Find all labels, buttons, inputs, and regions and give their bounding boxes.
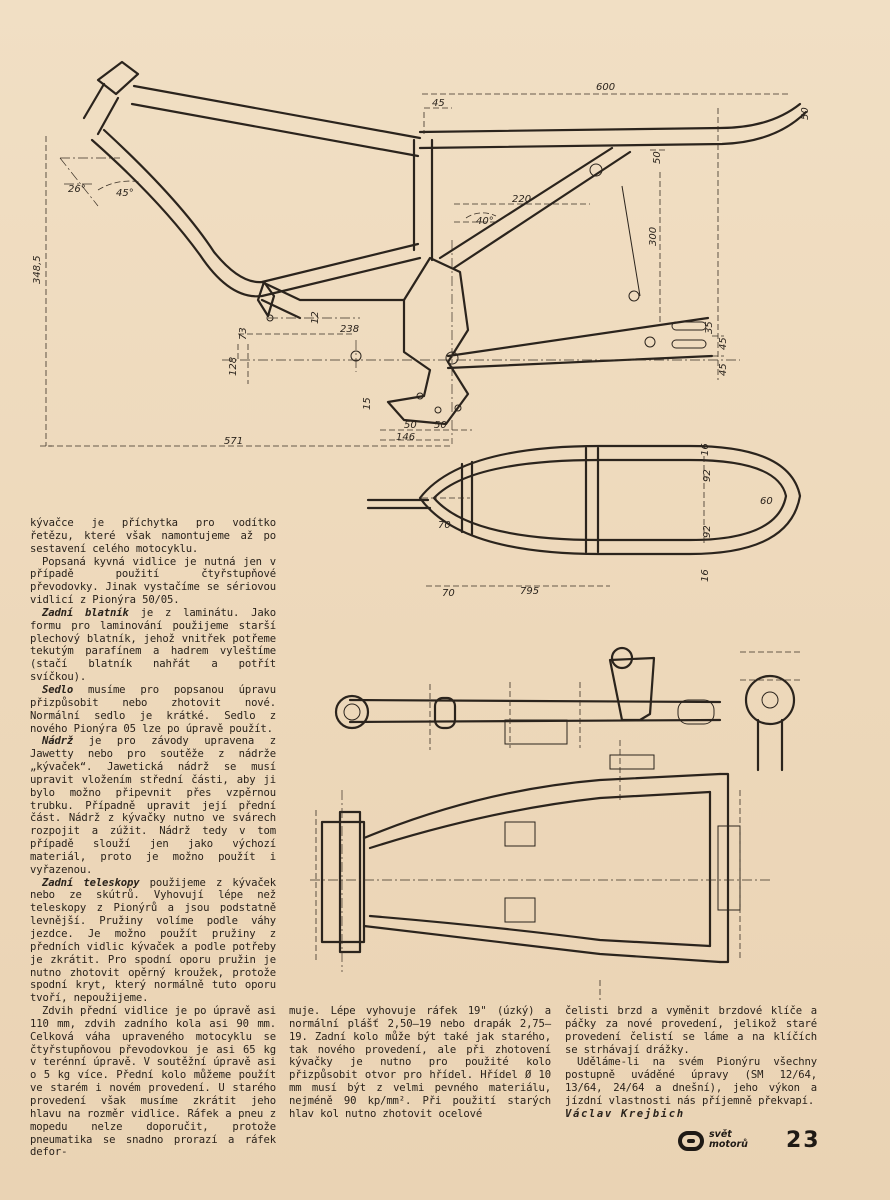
author-signature: Václav Krejbich (565, 1107, 685, 1120)
dim-label: 220 (512, 194, 531, 205)
dim-label: 348,5 (32, 255, 43, 284)
paragraph: Zadní blatník je z laminátu. Jako formu … (30, 606, 277, 684)
dim-label: 35 (704, 321, 715, 334)
paragraph: Zadní teleskopy použijeme z kývaček nebo… (30, 876, 277, 1005)
dim-label: 146 (396, 432, 415, 443)
paragraph: Uděláme-li na svém Pionýru všechny postu… (565, 1056, 817, 1107)
swing-arm-drawing (310, 646, 800, 1000)
dim-label: 73 (238, 327, 249, 340)
paragraph: Nádrž je pro závody upravena z Jawetty n… (30, 735, 276, 876)
paragraph: kývačce je příchytka pro vodítko řetězu,… (30, 517, 276, 555)
dim-label: 571 (224, 436, 243, 447)
dim-label: 128 (228, 357, 239, 376)
dim-label: 45 (718, 337, 729, 350)
dim-label: 16 (700, 569, 711, 582)
dim-label: 238 (340, 324, 359, 335)
dim-label: 92 (702, 469, 713, 482)
paragraph: muje. Lépe vyhovuje ráfek 19" (úzký) a n… (289, 1005, 551, 1120)
magazine-logo-text: svět motorů (709, 1129, 748, 1150)
dim-label: 300 (648, 227, 659, 246)
dim-label: 70 (438, 520, 451, 531)
dim-label: 45° (116, 188, 134, 199)
paragraph: Zdvih přední vidlice je po úpravě asi 11… (30, 1005, 276, 1159)
dim-label: 92 (702, 525, 713, 538)
dim-label: 50 (404, 420, 417, 431)
text-column-middle: muje. Lépe vyhovuje ráfek 19" (úzký) a n… (289, 1005, 551, 1121)
frame-plan-view-drawing: 70 92 92 60 70 795 16 16 (366, 443, 802, 599)
paragraph: čelisti brzd a vyměnit brzdové klíče a p… (565, 1005, 817, 1056)
dim-label: 45 (432, 98, 445, 109)
dim-label: 45 (718, 363, 729, 376)
dim-label: 16 (700, 443, 711, 456)
dim-label: 26° (68, 184, 86, 195)
dim-label: 15 (362, 397, 373, 410)
dim-label: 50 (652, 151, 663, 164)
frame-side-view-drawing: 600 45 50 50 220 300 40° 348,5 26° 45° 2… (32, 60, 811, 447)
dim-label: 50 (800, 107, 811, 120)
paragraph: Popsaná kyvná vidlice je nutná jen v pří… (30, 555, 276, 607)
paragraph: Sedlo musíme pro popsanou úpravu přizpůs… (30, 683, 276, 735)
dim-label: 40° (476, 216, 494, 227)
text-column-left: kývačce je příchytka pro vodítko řetězu,… (30, 517, 276, 1159)
page-number: 23 (786, 1128, 821, 1153)
page-footer: svět motorů 23 (678, 1128, 828, 1158)
dim-label: 600 (596, 82, 615, 93)
text-column-right: čelisti brzd a vyměnit brzdové klíče a p… (565, 1005, 817, 1121)
magazine-logo-icon (678, 1131, 704, 1151)
dim-label: 795 (520, 586, 539, 597)
dim-label: 50 (434, 420, 447, 431)
dim-label: 60 (760, 496, 773, 507)
dim-label: 70 (442, 588, 455, 599)
dim-label: 12 (310, 311, 321, 324)
